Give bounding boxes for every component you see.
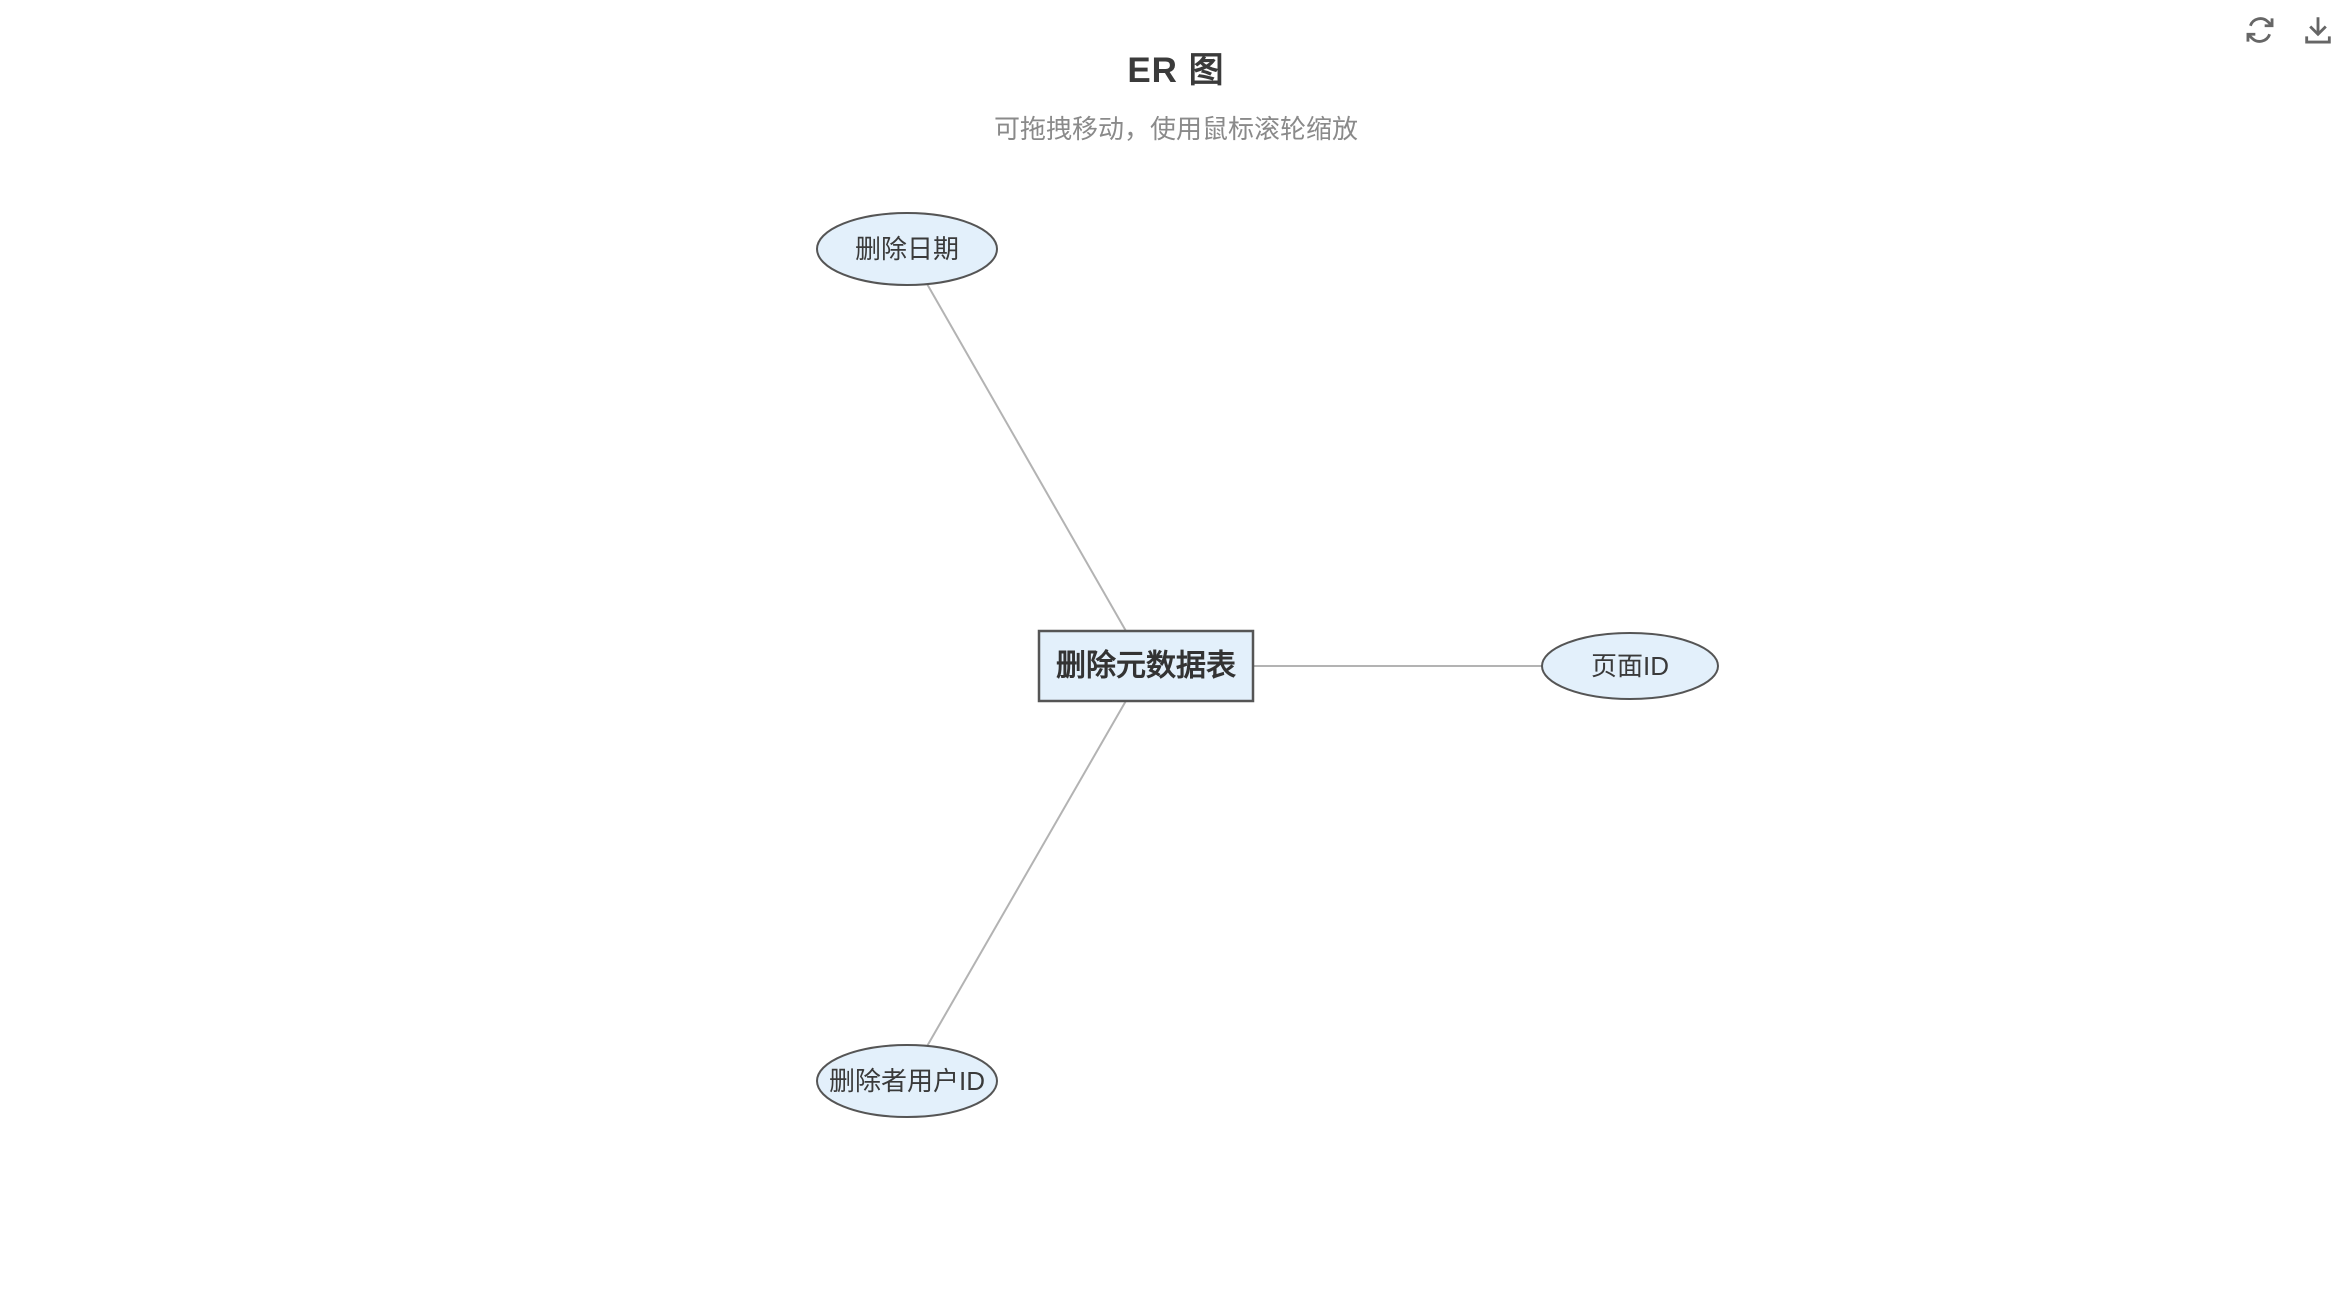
er-edge [906,665,1147,1082]
attribute-label: 页面ID [1591,651,1669,681]
attribute-shape [816,1044,998,1118]
er-node-attr-page-id[interactable]: 页面ID [1541,632,1719,700]
er-node-attr-delete-date[interactable]: 删除日期 [816,212,998,286]
toolbar [2242,12,2336,48]
er-edge [906,248,1147,667]
entity-shape [1037,629,1255,703]
download-button[interactable] [2300,12,2336,48]
attribute-shape [1541,632,1719,700]
download-icon [2305,17,2331,44]
attribute-label: 删除日期 [855,234,959,264]
er-node-attr-deleter-user-id[interactable]: 删除者用户ID [816,1044,998,1118]
entity-label: 删除元数据表 [1056,649,1236,683]
refresh-icon [2246,17,2274,43]
attribute-shape [816,212,998,286]
er-node-table-delete-metadata[interactable]: 删除元数据表 [1037,629,1255,703]
attribute-label: 删除者用户ID [829,1066,985,1096]
refresh-button[interactable] [2242,12,2278,48]
